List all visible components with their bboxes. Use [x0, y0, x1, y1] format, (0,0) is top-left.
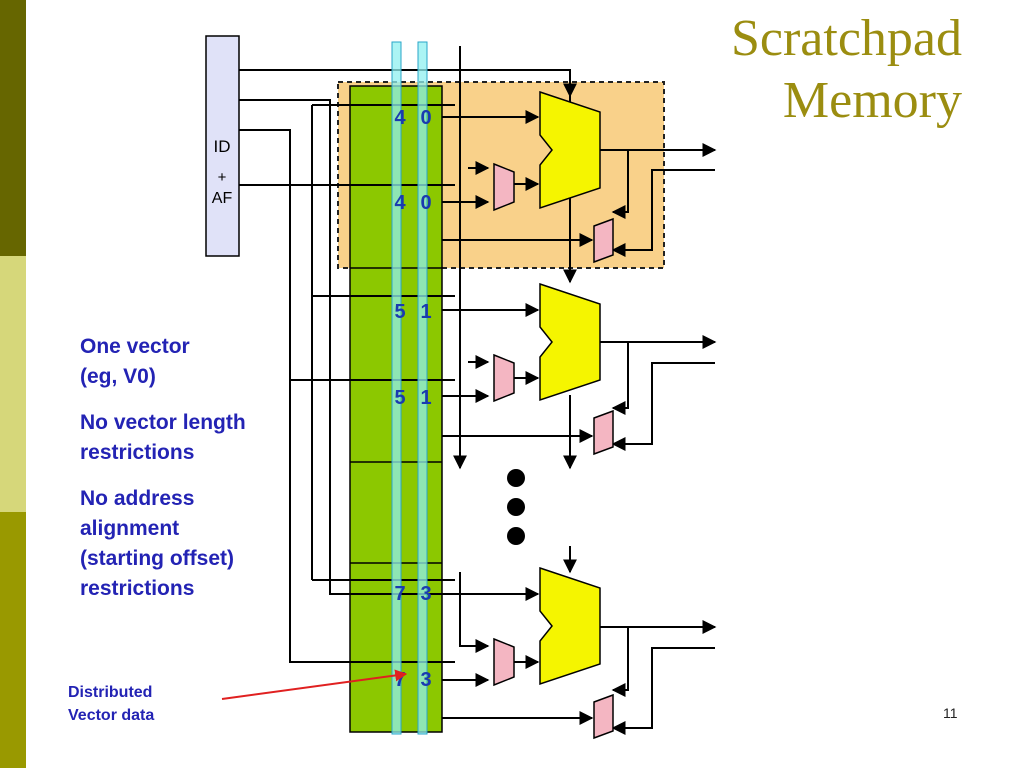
- bank-label-left: 5: [394, 387, 405, 409]
- mux-shape: [493, 162, 515, 212]
- bank-label-left: 4: [394, 107, 406, 129]
- callout-arrow: [221, 669, 408, 700]
- vertical-dots-icon: [507, 469, 525, 545]
- bank-label-left: 7: [394, 583, 405, 605]
- bank-label-right: 3: [420, 583, 431, 605]
- side-notes: One vector (eg, V0) No vector length res…: [80, 332, 246, 620]
- page-number: 11: [943, 705, 958, 721]
- bank-label-left: 5: [394, 301, 405, 323]
- callout-label: Distributed Vector data: [68, 684, 155, 724]
- bank-label-right: 1: [420, 301, 431, 323]
- af-label: AF: [212, 190, 233, 207]
- functional-unit-3: [442, 546, 717, 740]
- stripe-middle: [0, 256, 26, 512]
- note-address-alignment: No address alignment (starting offset) r…: [80, 487, 234, 600]
- mux-shape: [593, 693, 614, 740]
- alu-shape: [539, 566, 601, 686]
- bank-label-left: 7: [394, 669, 405, 691]
- bank-label-right: 0: [420, 107, 431, 129]
- stripe-top: [0, 0, 26, 256]
- bank-label-right: 0: [420, 192, 431, 214]
- alu-shape: [539, 90, 601, 210]
- id-label: ID: [214, 137, 231, 156]
- bank-label-right: 1: [420, 387, 431, 409]
- note-vector-length: No vector length restrictions: [80, 411, 246, 464]
- note-one-vector: One vector (eg, V0): [80, 335, 190, 388]
- mux-shape: [493, 637, 515, 687]
- bank-label-left: 4: [394, 192, 406, 214]
- vector-slice-b: [417, 41, 428, 735]
- vector-slice-a: [391, 41, 402, 735]
- mux-shape: [593, 217, 614, 264]
- mux-shape: [593, 409, 614, 456]
- title-line-1: Scratchpad: [730, 10, 962, 67]
- id-af-block: [205, 35, 240, 257]
- bank-label-right: 3: [420, 669, 431, 691]
- page-title: Scratchpad Memory: [731, 8, 962, 132]
- mux-shape: [493, 353, 515, 403]
- title-line-2: Memory: [782, 72, 962, 129]
- functional-unit-1: [442, 70, 717, 284]
- stripe-bottom: [0, 512, 26, 768]
- functional-unit-2: [442, 282, 717, 470]
- id-plus-label: +: [218, 169, 227, 186]
- alu-shape: [539, 282, 601, 402]
